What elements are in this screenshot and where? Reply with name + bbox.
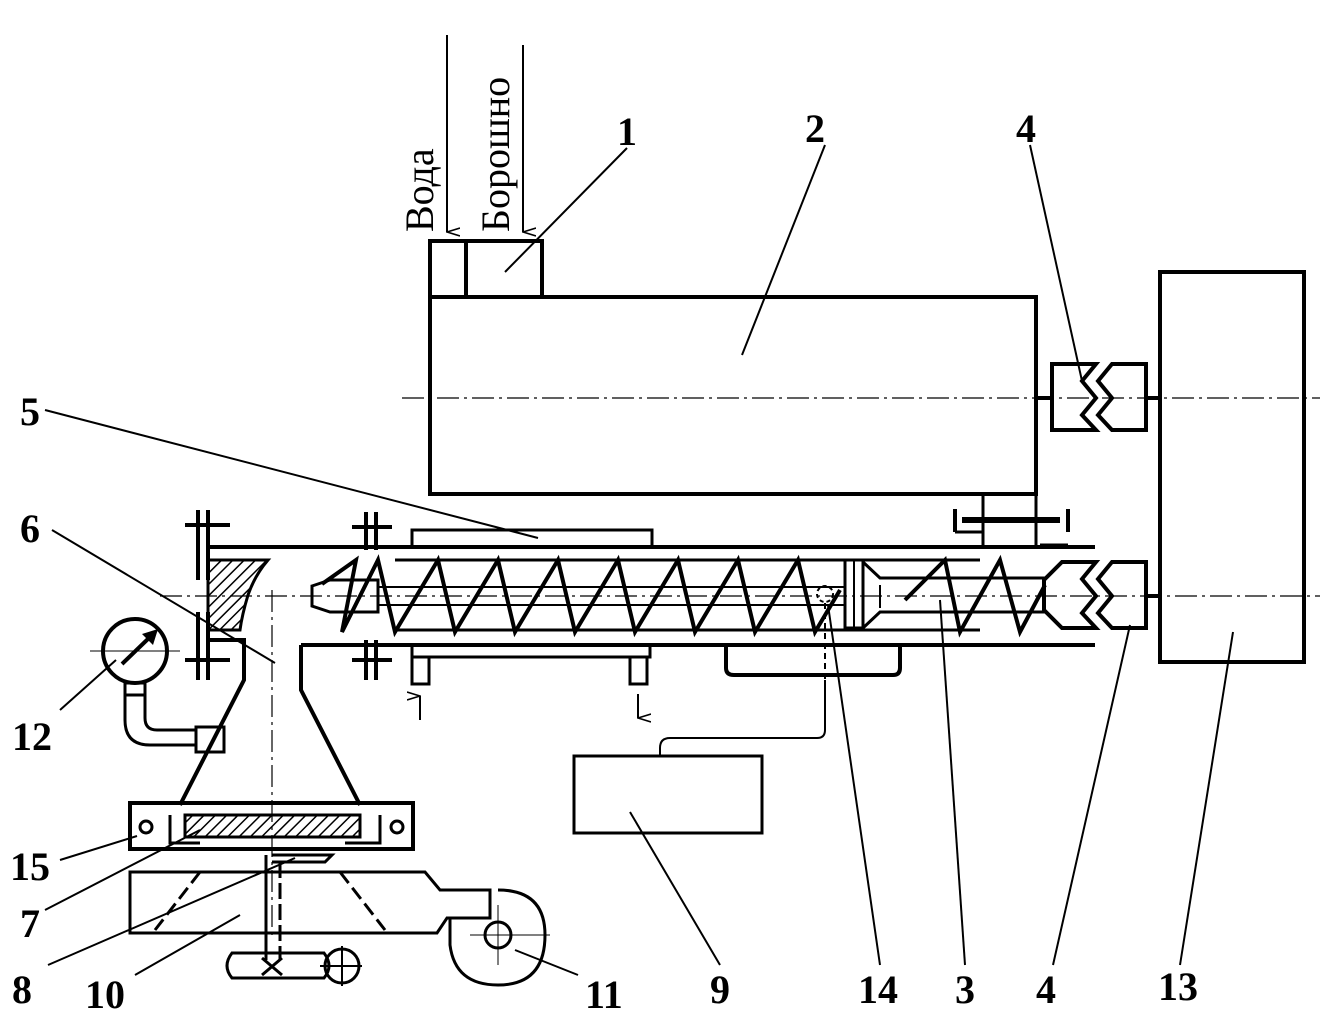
- coupling-top: [1036, 362, 1160, 432]
- label-7: 7: [20, 901, 40, 946]
- label-4-top: 4: [1016, 106, 1036, 151]
- mixer-body: [402, 295, 1320, 496]
- die-holder: [128, 801, 415, 851]
- label-11: 11: [585, 972, 623, 1015]
- coupling-bottom: [1042, 560, 1160, 630]
- vacuum-pump: [572, 754, 764, 835]
- label-13: 13: [1158, 964, 1198, 1009]
- label-15: 15: [10, 844, 50, 889]
- cutting-knife: [272, 853, 336, 864]
- label-1: 1: [617, 109, 637, 154]
- die-matrix: [183, 813, 362, 839]
- label-14: 14: [858, 967, 898, 1012]
- flour-inlet-label: Борошно: [473, 77, 518, 232]
- gear-transmission: [430, 492, 1070, 547]
- dosing-unit: [428, 239, 544, 299]
- knife-drive: [225, 946, 362, 986]
- label-12: 12: [12, 714, 52, 759]
- label-3: 3: [955, 967, 975, 1012]
- label-9: 9: [710, 967, 730, 1012]
- blower-fan: [448, 888, 550, 987]
- label-6: 6: [20, 506, 40, 551]
- label-4-bottom: 4: [1036, 967, 1056, 1012]
- auger-screw: [310, 554, 1047, 638]
- vacuum-chamber: [659, 603, 935, 756]
- label-2: 2: [805, 106, 825, 151]
- water-inlet-label: Вода: [397, 148, 442, 232]
- pressure-gauge: [90, 617, 226, 754]
- thermal-jacket: [412, 528, 654, 720]
- leader-lines: [44, 144, 1234, 976]
- die-head: [178, 558, 362, 940]
- label-10: 10: [85, 972, 125, 1015]
- drive-unit: [1158, 270, 1306, 664]
- label-5: 5: [20, 389, 40, 434]
- label-8: 8: [12, 967, 32, 1012]
- cutting-chamber: [128, 855, 492, 960]
